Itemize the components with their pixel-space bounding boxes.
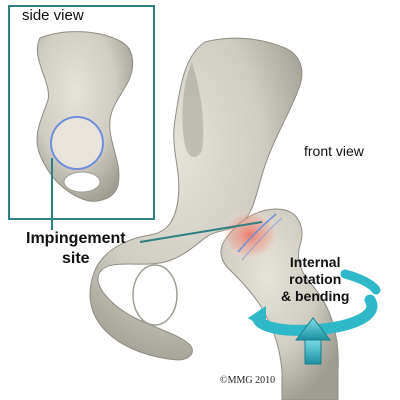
rotation-label-line-2: rotation	[289, 271, 342, 287]
up-arrow-icon	[294, 317, 332, 365]
rotation-label: Internal rotation & bending	[281, 254, 349, 305]
impingement-label-line-1: Impingement	[26, 230, 126, 247]
pointer-line-front	[139, 221, 263, 243]
front-view-pelvis	[89, 37, 303, 361]
impingement-label-line-2: site	[61, 250, 90, 267]
impingement-site-label: Impingement site	[26, 229, 126, 269]
impingement-inflammation	[220, 209, 280, 261]
obturator-foramen	[132, 264, 178, 326]
copyright-label: ©MMG 2010	[220, 375, 276, 386]
side-view-label: side view	[22, 7, 84, 24]
rotation-label-line-1: Internal	[289, 254, 341, 270]
side-view-inset-frame	[8, 5, 155, 220]
side-view-pelvis	[36, 31, 134, 202]
acetabulum-socket	[50, 116, 104, 170]
front-view-label: front view	[304, 143, 364, 159]
rotation-label-line-3: & bending	[281, 288, 350, 304]
front-labrum	[237, 213, 277, 253]
